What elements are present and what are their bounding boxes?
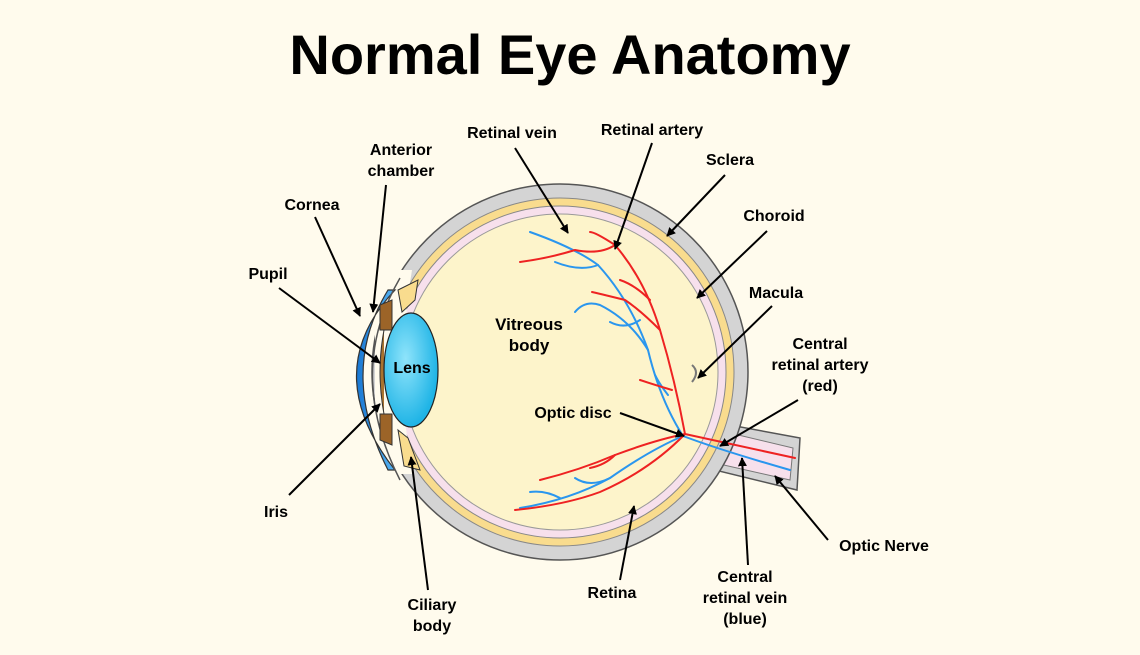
label-iris: Iris <box>263 504 289 521</box>
arrow-optic-disc <box>619 412 685 438</box>
label-ciliary-body-line1: Ciliary <box>407 597 457 614</box>
label-macula: Macula <box>748 285 804 302</box>
arrow-optic-nerve <box>774 475 829 541</box>
arrow-central-retinal-artery <box>719 399 799 447</box>
label-optic-disc: Optic disc <box>534 405 612 422</box>
arrow-anterior-chamber <box>369 184 387 313</box>
cornea <box>356 289 397 471</box>
arrow-retina <box>619 505 637 581</box>
label-ciliary-body: Ciliary body <box>408 595 457 637</box>
label-anterior-chamber-line1: Anterior <box>369 142 433 159</box>
retinal-vessels <box>514 231 796 511</box>
label-pupil: Pupil <box>248 266 288 283</box>
label-central-retinal-vein-line1: Central <box>717 569 773 586</box>
label-vitreous-body: Vitreous body <box>495 314 563 356</box>
arrow-retinal-artery <box>613 142 653 250</box>
arrow-iris <box>288 403 381 496</box>
arrow-ciliary-body <box>407 456 429 591</box>
label-retinal-artery: Retinal artery <box>600 122 704 139</box>
label-central-retinal-artery-line2: retinal artery <box>771 357 869 374</box>
page-title: Normal Eye Anatomy <box>289 23 851 86</box>
label-central-retinal-vein: Central retinal vein (blue) <box>703 567 787 630</box>
label-optic-nerve: Optic Nerve <box>839 538 929 555</box>
arrow-cornea <box>314 216 361 317</box>
arrow-central-retinal-vein <box>737 457 749 566</box>
leader-lines <box>278 142 829 591</box>
arrow-retinal-vein <box>514 147 569 234</box>
label-anterior-chamber: Anterior chamber <box>368 140 435 182</box>
arrow-sclera <box>666 174 726 237</box>
arrow-choroid <box>696 230 768 299</box>
label-vitreous-body-line2: body <box>508 336 550 355</box>
label-central-retinal-vein-line3: (blue) <box>723 611 767 628</box>
lens <box>383 312 439 428</box>
arrow-macula <box>697 305 773 379</box>
ciliary-body-upper <box>397 279 419 313</box>
label-central-retinal-vein-line2: retinal vein <box>702 590 788 607</box>
arrow-pupil <box>278 287 381 364</box>
label-cornea: Cornea <box>284 197 340 214</box>
label-ciliary-body-line2: body <box>412 618 452 635</box>
label-vitreous-body-line1: Vitreous <box>495 315 563 334</box>
label-central-retinal-artery-line3: (red) <box>802 378 838 395</box>
label-retinal-vein: Retinal vein <box>467 125 557 142</box>
label-central-retinal-artery: Central retinal artery (red) <box>772 334 869 397</box>
iris-upper <box>379 299 393 331</box>
label-anterior-chamber-line2: chamber <box>367 163 435 180</box>
label-choroid: Choroid <box>743 208 805 225</box>
label-retina: Retina <box>587 585 637 602</box>
label-sclera: Sclera <box>705 152 755 169</box>
label-lens: Lens <box>393 360 431 377</box>
iris-lower <box>379 413 393 446</box>
label-central-retinal-artery-line1: Central <box>792 336 848 353</box>
macula-mark <box>691 364 697 383</box>
